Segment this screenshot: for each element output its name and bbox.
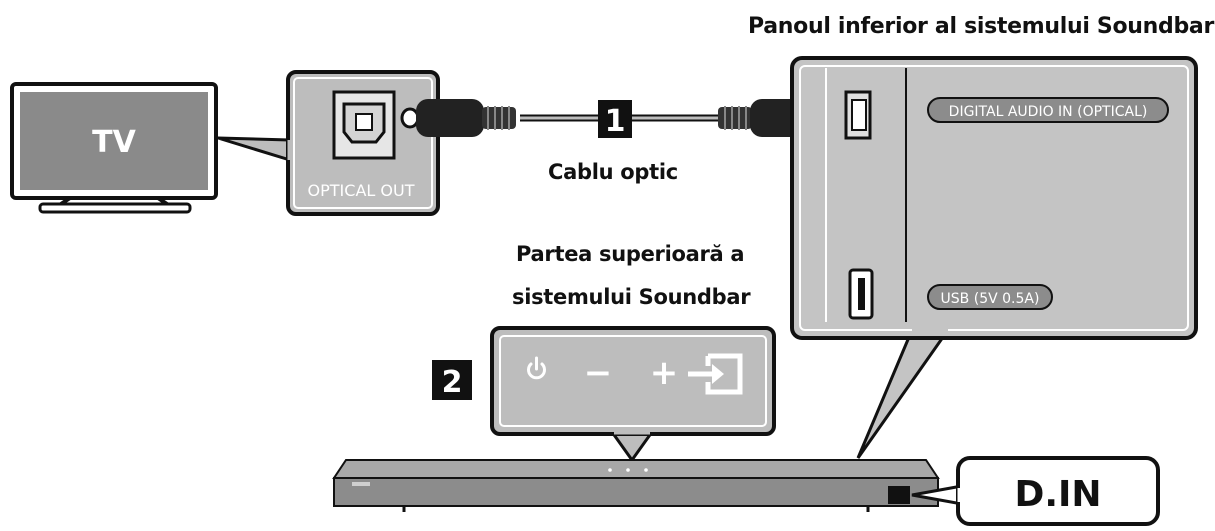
tv-illustration: TV — [10, 82, 218, 214]
top-controls-callout: − + 2 — [432, 326, 776, 463]
svg-text:2: 2 — [442, 365, 463, 400]
bottom-panel-callout: DIGITAL AUDIO IN (OPTICAL) USB (5V 0.5A) — [790, 56, 1198, 459]
optical-out-label: OPTICAL OUT — [308, 181, 415, 200]
cable-left-plug — [400, 99, 516, 137]
optical-port-icon — [332, 90, 396, 160]
step-1-badge: 1 — [598, 100, 632, 139]
usb-port-icon — [848, 268, 874, 320]
volume-down-control: − — [584, 353, 613, 393]
optical-in-port-icon — [844, 90, 872, 140]
svg-text:DIGITAL AUDIO IN (OPTICAL): DIGITAL AUDIO IN (OPTICAL) — [949, 104, 1148, 120]
svg-text:1: 1 — [605, 104, 626, 139]
volume-up-control: + — [650, 353, 679, 393]
power-icon — [527, 356, 546, 380]
digital-audio-in-tag: DIGITAL AUDIO IN (OPTICAL) — [927, 97, 1169, 123]
soundbar-illustration — [332, 459, 940, 512]
usb-tag: USB (5V 0.5A) — [927, 284, 1053, 310]
tv-label: TV — [92, 125, 136, 160]
din-label: D.IN — [1014, 474, 1101, 515]
top-panel-title-line2: sistemului Soundbar — [512, 285, 751, 309]
optical-out-callout: OPTICAL OUT — [217, 70, 440, 216]
svg-text:USB (5V 0.5A): USB (5V 0.5A) — [941, 291, 1040, 307]
din-callout: D.IN — [911, 456, 1160, 526]
optical-cable: 1 — [400, 99, 834, 139]
cable-label: Cablu optic — [548, 160, 678, 184]
input-source-icon — [688, 353, 743, 395]
bottom-panel-title: Panoul inferior al sistemului Soundbar — [748, 14, 1215, 39]
step-2-badge: 2 — [432, 360, 472, 400]
top-panel-title-line1: Partea superioară a — [516, 242, 745, 266]
